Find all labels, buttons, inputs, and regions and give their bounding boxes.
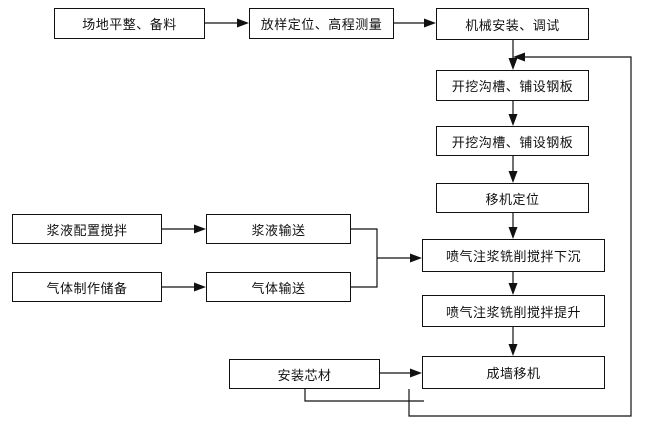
arrowhead [508, 283, 518, 295]
node-mill-sink: 喷气注浆铣削搅拌下沉 [422, 239, 605, 272]
arrowhead [194, 224, 206, 234]
node-trench-1: 开挖沟槽、铺设钢板 [436, 70, 589, 101]
arrowhead [508, 171, 518, 183]
arrowhead [508, 227, 518, 239]
node-gas-prep: 气体制作储备 [12, 272, 162, 302]
connector-slurry-merge [351, 228, 378, 288]
node-layout-survey: 放样定位、高程测量 [249, 8, 394, 39]
arrowhead [194, 282, 206, 292]
arrowhead [410, 253, 422, 263]
connector-core-bracket [304, 389, 424, 402]
arrowhead [508, 58, 518, 70]
node-trench-2: 开挖沟槽、铺设钢板 [436, 126, 589, 156]
node-mill-lift: 喷气注浆铣削搅拌提升 [422, 295, 605, 327]
node-core-install: 安装芯材 [229, 359, 380, 389]
arrowhead [513, 52, 525, 62]
node-site-prep: 场地平整、备料 [54, 8, 205, 39]
arrowhead [424, 18, 436, 28]
node-slurry-convey: 浆液输送 [206, 214, 351, 244]
feedback-loop-line [408, 56, 632, 417]
node-machine-install: 机械安装、调试 [436, 8, 589, 40]
node-slurry-mix: 浆液配置搅拌 [12, 214, 162, 244]
arrowhead [237, 18, 249, 28]
node-gas-convey: 气体输送 [206, 272, 351, 302]
node-wall-move: 成墙移机 [422, 356, 605, 389]
arrowhead [508, 114, 518, 126]
arrowhead [410, 368, 422, 378]
arrowhead [508, 344, 518, 356]
node-machine-position: 移机定位 [436, 183, 589, 213]
